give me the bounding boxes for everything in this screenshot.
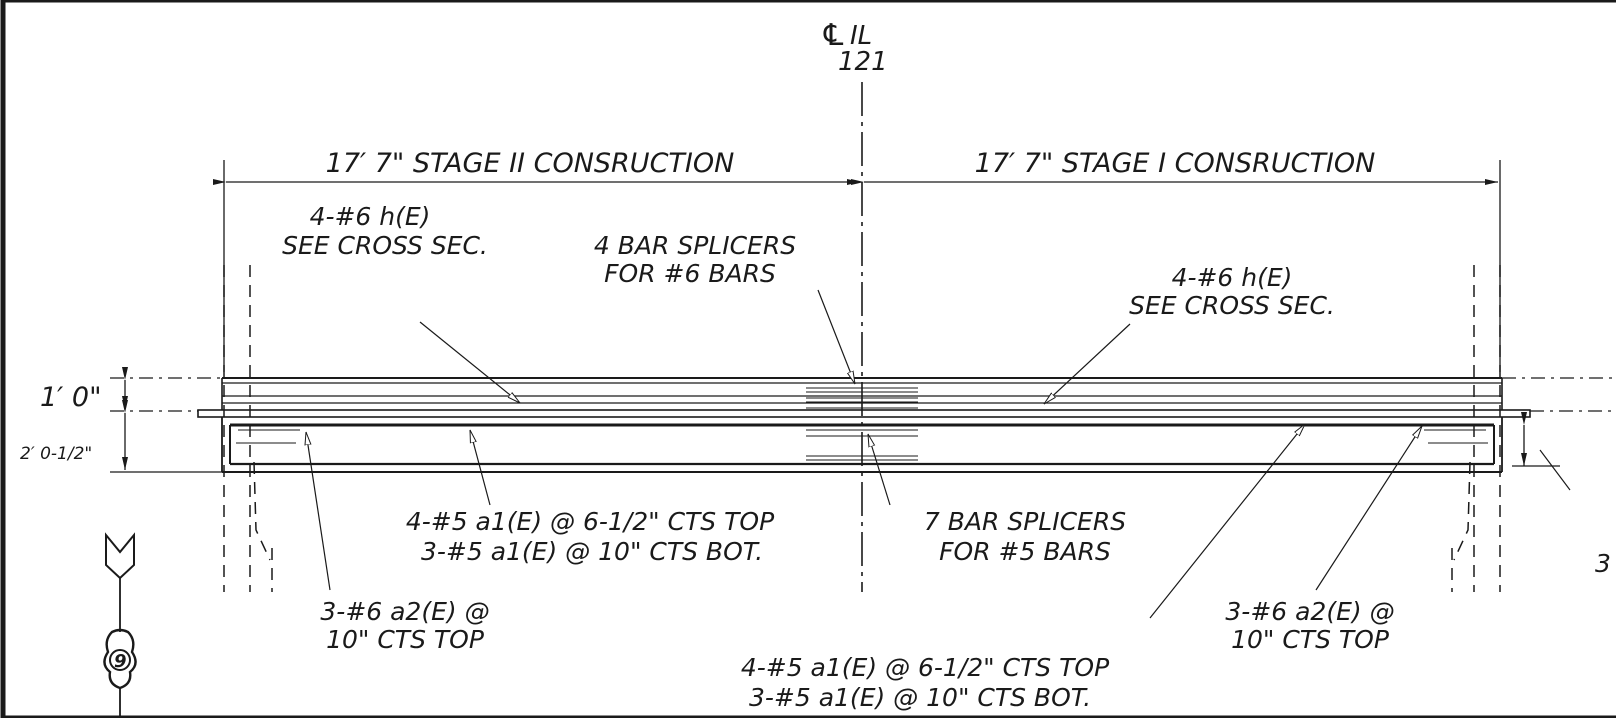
a1-right-line2: 3-#5 a1(E) @ 10" CTS BOT. [749, 683, 1091, 712]
splicer-5-line1: 7 BAR SPLICERS [924, 507, 1126, 536]
section-callout: 9 [103, 532, 137, 718]
stage-dimensions: 17′ 7" STAGE II CONSRUCTION 17′ 7" STAGE… [213, 148, 1501, 372]
centerline-symbol: ℄ [820, 18, 847, 53]
centerline-route: IL [850, 21, 872, 51]
h-right-line1: 4-#6 h(E) [1172, 263, 1293, 292]
centerline-number: 121 [838, 47, 888, 77]
callout-number: 9 [114, 651, 127, 672]
h-left-line2: SEE CROSS SEC. [282, 231, 488, 260]
stage-2-dimension: 17′ 7" STAGE II CONSRUCTION [326, 148, 735, 179]
a2-right-line2: 10" CTS TOP [1231, 625, 1390, 654]
bottom-thickness-label: 2′ 0-1/2" [20, 444, 92, 464]
a1-left-line1: 4-#5 a1(E) @ 6-1/2" CTS TOP [406, 507, 775, 536]
a1-left-line2: 3-#5 a1(E) @ 10" CTS BOT. [421, 537, 763, 566]
h-left-line1: 4-#6 h(E) [310, 202, 431, 231]
top-thickness-label: 1′ 0" [40, 382, 102, 413]
thickness-dimensions: 1′ 0" 2′ 0-1/2" [20, 367, 1560, 473]
dashed-supports [223, 265, 1501, 592]
h-right-line2: SEE CROSS SEC. [1129, 291, 1335, 320]
splicer-hatch [806, 387, 918, 461]
annotations: 4-#6 h(E) SEE CROSS SEC. 4 BAR SPLICERS … [282, 202, 1611, 712]
leader-lines [306, 289, 1571, 619]
extension-lines [110, 377, 1616, 412]
splicer-6-line2: FOR #6 BARS [604, 259, 776, 288]
a2-left-line2: 10" CTS TOP [326, 625, 485, 654]
deck-slab [197, 377, 1531, 418]
lower-section [221, 417, 1503, 473]
centerline-il-121: ℄ IL 121 [820, 18, 888, 592]
splicer-6-line1: 4 BAR SPLICERS [594, 231, 796, 260]
splicer-5-line2: FOR #5 BARS [939, 537, 1111, 566]
a2-right-line1: 3-#6 a2(E) @ [1225, 597, 1394, 626]
cut-right-label: 3 [1595, 549, 1611, 578]
a1-right-line1: 4-#5 a1(E) @ 6-1/2" CTS TOP [741, 653, 1110, 682]
a2-left-line1: 3-#6 a2(E) @ [320, 597, 489, 626]
stage-1-dimension: 17′ 7" STAGE I CONSRUCTION [975, 148, 1376, 179]
